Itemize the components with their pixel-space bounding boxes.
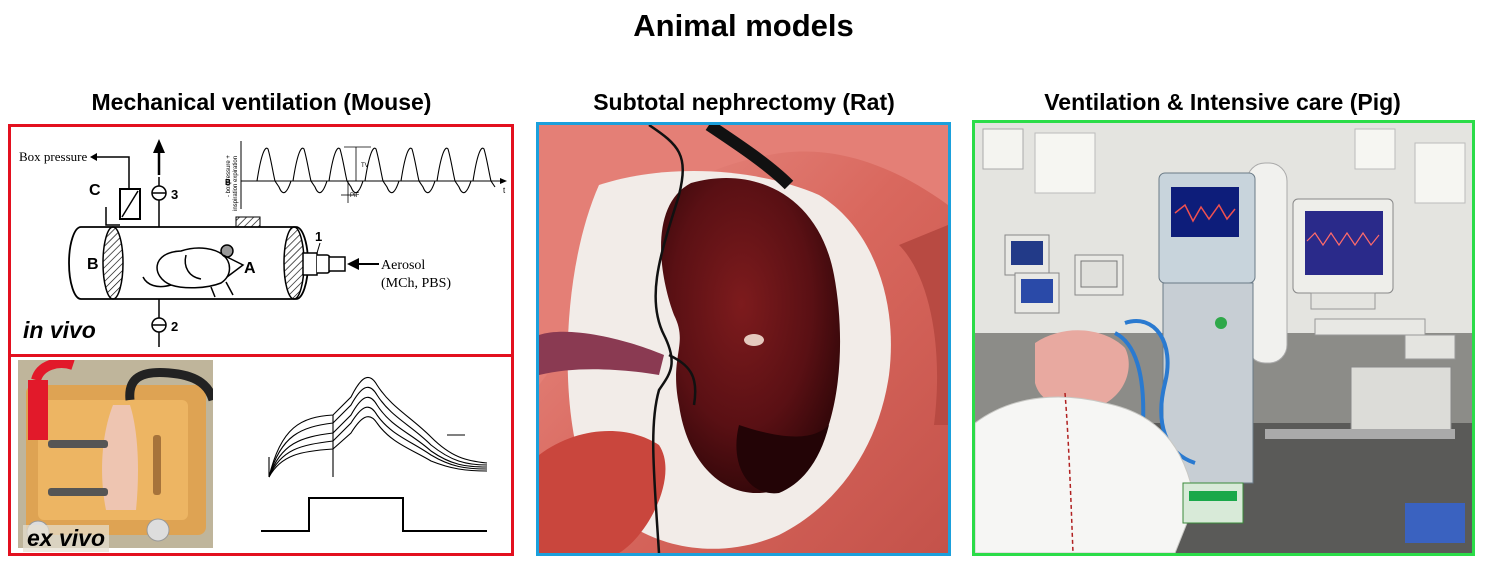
mouse-drawing xyxy=(142,244,245,298)
label-a: A xyxy=(244,260,256,277)
valve-3-label: 3 xyxy=(171,187,178,202)
page-title: Animal models xyxy=(633,8,854,43)
pig-photo-panel xyxy=(972,120,1475,556)
in-vivo-label: in vivo xyxy=(23,317,96,343)
trace-b-label: B xyxy=(225,178,231,187)
ex-vivo-lung-photo xyxy=(18,360,213,548)
rat-panel-heading: Subtotal nephrectomy (Rat) xyxy=(593,89,895,115)
box-pressure-trace: B t inspiration expiration - boxpressure… xyxy=(225,141,507,211)
box-pressure-label: Box pressure xyxy=(19,149,87,164)
aerosol-substances-label: (MCh, PBS) xyxy=(381,276,451,291)
rat-kidney-photo xyxy=(539,125,948,553)
trace-t-label: t xyxy=(503,186,506,195)
pig-panel-heading: Ventilation & Intensive care (Pig) xyxy=(1044,89,1401,115)
trace-tidal-label: TV xyxy=(361,163,369,169)
in-vivo-panel: Box pressure C 3 B A xyxy=(8,124,514,357)
mouse-panel-heading: Mechanical ventilation (Mouse) xyxy=(91,89,432,115)
valve-2-label: 2 xyxy=(171,319,178,334)
ex-vivo-label: ex vivo xyxy=(23,525,109,552)
ventilation-chamber-diagram: Box pressure C 3 B A xyxy=(19,139,507,347)
aerosol-label: Aerosol xyxy=(381,258,425,273)
trace-axis-label-2: - boxpressure + xyxy=(226,155,232,197)
label-b: B xyxy=(87,256,99,273)
ex-vivo-panel: ex vivo xyxy=(8,354,514,556)
rat-photo-panel xyxy=(536,122,951,556)
trace-axis-label: inspiration expiration xyxy=(233,156,239,211)
trace-pip-label: PIF xyxy=(350,193,360,199)
port-1-label: 1 xyxy=(315,229,322,244)
label-c: C xyxy=(89,182,101,199)
pig-icu-photo xyxy=(975,123,1472,553)
ex-vivo-traces xyxy=(261,376,488,532)
